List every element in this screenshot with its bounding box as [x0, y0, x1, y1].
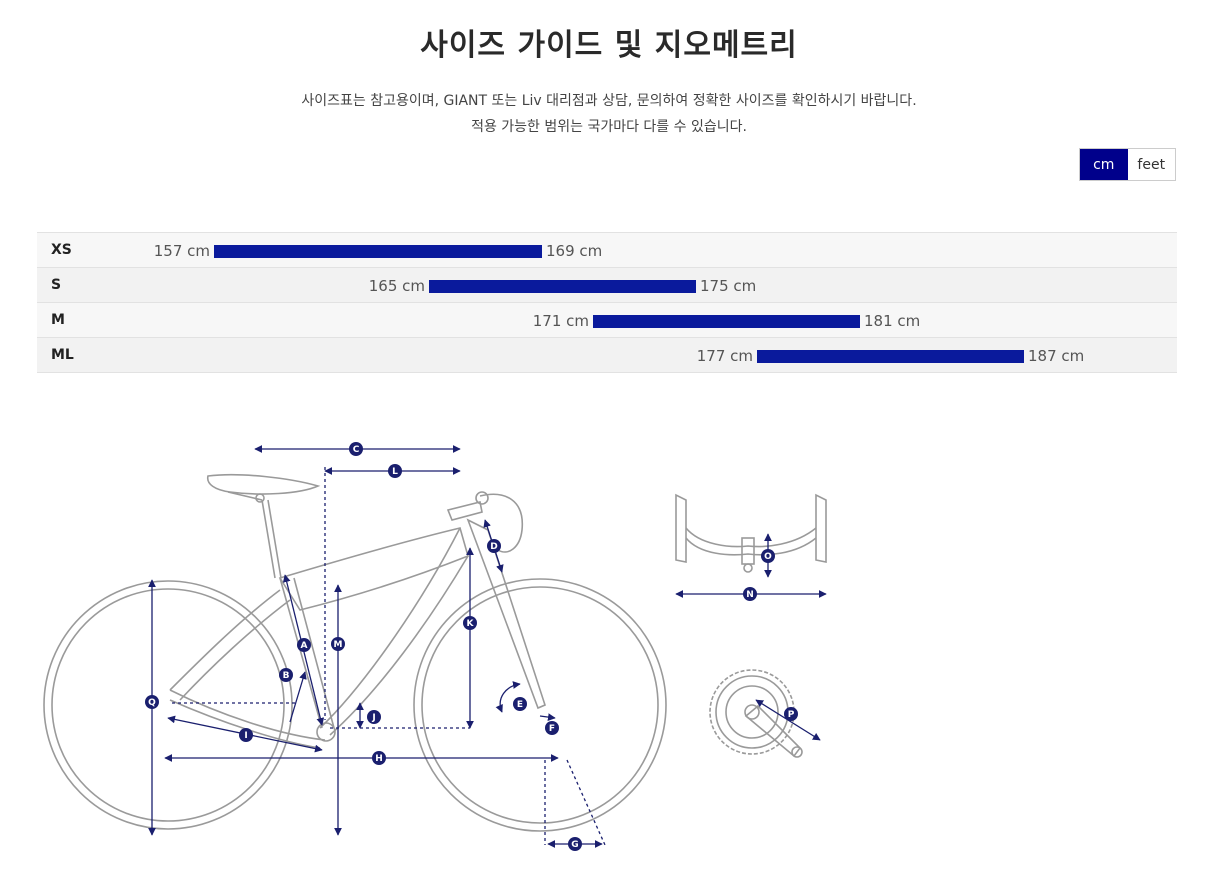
- unit-feet-button[interactable]: feet: [1127, 149, 1175, 180]
- dimension-label-i: I: [239, 728, 253, 742]
- range-min: 171 cm: [532, 312, 589, 330]
- range-bar: [757, 350, 1024, 363]
- size-label: M: [51, 312, 65, 328]
- svg-text:P: P: [788, 710, 795, 720]
- bike-outline-icon: [43, 473, 667, 832]
- size-row-m: M 171 cm 181 cm: [37, 303, 1177, 338]
- dimension-label-j: J: [367, 710, 381, 724]
- range-max: 169 cm: [546, 242, 603, 260]
- svg-text:M: M: [334, 640, 343, 650]
- svg-text:I: I: [244, 731, 247, 741]
- dimension-label-c: C: [349, 442, 363, 456]
- handlebar-front-icon: [675, 493, 827, 573]
- size-row-s: S 165 cm 175 cm: [37, 268, 1177, 303]
- dimension-label-d: D: [487, 539, 501, 553]
- unit-cm-button[interactable]: cm: [1080, 149, 1128, 180]
- svg-text:F: F: [549, 724, 555, 734]
- size-label: ML: [51, 347, 74, 363]
- range-bar: [214, 245, 542, 258]
- dimension-label-f: F: [545, 721, 559, 735]
- geometry-diagram: A B C D E F G H I J K L M Q N O P: [43, 442, 827, 851]
- size-row-ml: ML 177 cm 187 cm: [37, 338, 1177, 373]
- range-min: 165 cm: [368, 277, 425, 295]
- svg-text:Q: Q: [148, 698, 156, 708]
- svg-text:G: G: [571, 840, 578, 850]
- size-label: S: [51, 277, 62, 293]
- size-row-xs: XS 157 cm 169 cm: [37, 233, 1177, 268]
- subtitle-line-1: 사이즈표는 참고용이며, GIANT 또는 Liv 대리점과 상담, 문의하여 …: [301, 93, 917, 109]
- unit-toggle: cm feet: [1079, 148, 1176, 181]
- svg-text:O: O: [764, 552, 772, 562]
- dimension-label-m: M: [331, 637, 345, 651]
- range-bar: [593, 315, 860, 328]
- svg-text:N: N: [746, 590, 754, 600]
- page-title: 사이즈 가이드 및 지오메트리: [420, 28, 798, 63]
- svg-text:L: L: [392, 467, 398, 477]
- dimension-label-g: G: [568, 837, 582, 851]
- svg-text:D: D: [490, 542, 497, 552]
- dimension-label-e: E: [513, 697, 527, 711]
- subtitle-line-2: 적용 가능한 범위는 국가마다 다를 수 있습니다.: [471, 119, 747, 135]
- range-max: 187 cm: [1028, 347, 1085, 365]
- range-min: 157 cm: [153, 242, 210, 260]
- svg-text:C: C: [353, 445, 360, 455]
- range-max: 181 cm: [864, 312, 921, 330]
- svg-text:K: K: [467, 619, 475, 629]
- svg-text:J: J: [371, 713, 375, 723]
- range-max: 175 cm: [700, 277, 757, 295]
- dimension-label-h: H: [372, 751, 386, 765]
- dimension-label-l: L: [388, 464, 402, 478]
- dimension-lines: [148, 445, 606, 848]
- dimension-label-p: P: [784, 707, 798, 721]
- dimension-label-n: N: [743, 587, 757, 601]
- svg-text:A: A: [301, 641, 308, 651]
- dimension-label-q: Q: [145, 695, 159, 709]
- size-range-table: XS 157 cm 169 cm S 165 cm 175 cm M 171 c…: [37, 232, 1177, 373]
- size-label: XS: [51, 242, 72, 258]
- svg-text:H: H: [375, 754, 383, 764]
- dimension-label-o: O: [761, 549, 775, 563]
- range-bar: [429, 280, 696, 293]
- dimension-label-b: B: [279, 668, 293, 682]
- svg-text:B: B: [283, 671, 290, 681]
- page-subtitle: 사이즈표는 참고용이며, GIANT 또는 Liv 대리점과 상담, 문의하여 …: [0, 88, 1218, 140]
- dimension-label-k: K: [463, 616, 477, 630]
- range-min: 177 cm: [696, 347, 753, 365]
- dimension-label-a: A: [297, 638, 311, 652]
- svg-text:E: E: [517, 700, 523, 710]
